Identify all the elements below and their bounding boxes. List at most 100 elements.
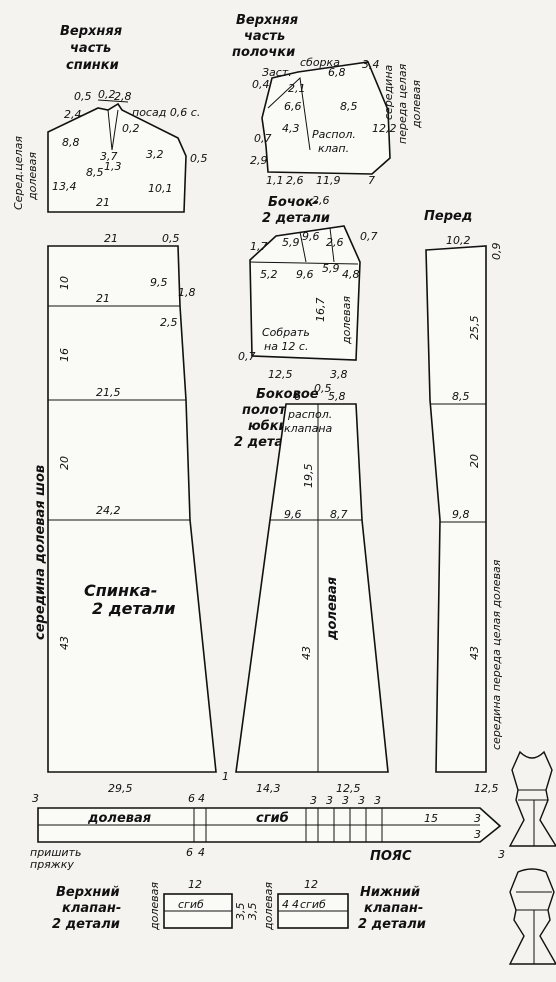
belt-lines xyxy=(38,808,480,842)
bochok-line xyxy=(249,261,359,265)
back-dim: 21,5 xyxy=(96,386,121,399)
belt-fold: сгиб xyxy=(256,811,289,826)
bochok-dim: 1,7 xyxy=(250,240,268,253)
bochok-dim: 9,6 xyxy=(296,268,314,281)
upper-back-dim: 3,2 xyxy=(146,148,164,161)
front-dim: 9,8 xyxy=(452,508,470,521)
back-outline xyxy=(47,245,217,773)
bochok-dim: 5,9 xyxy=(282,236,300,249)
lower-flap-fold: сгиб xyxy=(300,898,326,911)
upper-front-dim: 2,1 xyxy=(288,82,306,95)
belt-grain: долевая xyxy=(87,811,151,826)
dress-back-sketch xyxy=(508,868,556,965)
skirt-dim: 0,5 xyxy=(314,382,332,395)
upper-front-piece: Верхняя часть полочки середина переда це… xyxy=(232,13,423,187)
upper-back-dim: 0,2 xyxy=(98,88,116,101)
belt-dim: 3 xyxy=(474,828,481,841)
skirt-note-2: клапана xyxy=(284,422,333,435)
belt-dim: 3 xyxy=(498,848,505,861)
upper-front-dim: 12,2 xyxy=(372,122,397,135)
bochok-dim: 16,7 xyxy=(314,298,327,323)
upper-back-side-label-2: долевая xyxy=(26,152,39,201)
skirt-dim: 8,7 xyxy=(330,508,348,521)
back-title-1: Спинка- xyxy=(84,581,157,600)
front-dim: 0,9 xyxy=(490,243,503,261)
upper-front-dim: 7 xyxy=(368,174,375,187)
upper-back-dim: 21 xyxy=(96,196,110,209)
upper-back-title-1: Верхняя xyxy=(60,24,122,39)
skirt-outline xyxy=(235,403,389,773)
bochok-dim: 4,8 xyxy=(342,268,360,281)
upper-front-side-label-2: переда целая xyxy=(396,63,409,144)
upper-back-note: посад 0,6 с. xyxy=(132,106,200,119)
front-dim: 20 xyxy=(468,454,481,468)
lower-flap-title-1: Нижний xyxy=(360,885,420,900)
back-piece: 21 0,5 10 9,5 21 1,8 2,5 16 21,5 20 24,2… xyxy=(33,232,229,795)
bochok-darts xyxy=(299,227,335,263)
lower-flap-piece: долевая 12 сгиб 4 4 Нижний клапан- 2 дет… xyxy=(262,878,426,932)
upper-front-dim: 6,6 xyxy=(284,100,302,113)
skirt-dim: 12,5 xyxy=(336,782,361,795)
upper-back-title-3: спинки xyxy=(66,58,119,73)
upper-front-dim: 6,8 xyxy=(328,66,346,79)
upper-flap-fold: сгиб xyxy=(178,898,204,911)
belt-title: ПОЯС xyxy=(370,849,412,864)
dress-front-sketch xyxy=(508,750,556,847)
upper-back-neck-mark xyxy=(97,99,129,103)
upper-front-dim: 1,1 xyxy=(266,174,284,187)
upper-front-dim: 4,3 xyxy=(282,122,300,135)
upper-front-dim: 8,5 xyxy=(340,100,358,113)
upper-front-note-1: Заст. xyxy=(262,66,292,79)
belt-dim: 15 xyxy=(424,812,438,825)
upper-back-title-2: часть xyxy=(70,41,111,56)
belt-dim: 3 xyxy=(342,794,349,807)
upper-back-piece: Верхняя часть спинки Серед.целая долевая… xyxy=(12,24,208,213)
skirt-title-1: Боковое xyxy=(256,387,319,402)
bochok-title-1: Бочок- xyxy=(268,195,319,210)
upper-front-dim: 0,4 xyxy=(252,78,270,91)
upper-flap-title-1: Верхний xyxy=(56,885,120,900)
lower-flap-title-3: 2 детали xyxy=(358,917,426,932)
upper-back-outline xyxy=(47,102,187,213)
upper-front-dart xyxy=(267,76,311,151)
upper-back-side-label-1: Серед.целая xyxy=(12,136,25,210)
back-dim: 2,5 xyxy=(160,316,178,329)
skirt-dim: 43 xyxy=(300,646,313,660)
front-dim: 12,5 xyxy=(474,782,499,795)
belt-dim: 3 xyxy=(326,794,333,807)
upper-front-dim: 2,6 xyxy=(286,174,304,187)
bochok-dim: 5,2 xyxy=(260,268,278,281)
lower-flap-width: 12 xyxy=(304,878,318,891)
front-outline xyxy=(425,245,487,773)
belt-note-1: пришить xyxy=(30,846,81,859)
upper-front-title-2: часть xyxy=(244,29,285,44)
skirt-dim: 5,8 xyxy=(328,390,346,403)
skirt-side-piece: Боковое полотнище юбки- 2 детали 6 0,5 5… xyxy=(234,382,389,795)
upper-back-dim: 0,5 xyxy=(190,152,208,165)
back-dim: 10 xyxy=(58,276,71,290)
back-dim: 1,8 xyxy=(178,286,196,299)
bochok-note-1: Собрать xyxy=(262,326,310,339)
upper-front-title-3: полочки xyxy=(232,45,295,60)
skirt-dim: 14,3 xyxy=(256,782,281,795)
bochok-dim: 2,6 xyxy=(312,194,330,207)
upper-back-dim: 3,7 xyxy=(100,150,118,163)
upper-back-dim: 10,1 xyxy=(148,182,173,195)
upper-front-dim: 2,9 xyxy=(250,154,268,167)
upper-back-dim: 8,8 xyxy=(62,136,80,149)
front-dim: 10,2 xyxy=(446,234,471,247)
front-side-label: середина переда целая долевая xyxy=(490,559,503,750)
bochok-dim: 2,6 xyxy=(326,236,344,249)
bochok-dim: 12,5 xyxy=(268,368,293,381)
upper-front-outline xyxy=(261,61,391,175)
upper-flap-grain: долевая xyxy=(148,882,161,931)
upper-front-note-4: клап. xyxy=(318,142,349,155)
belt-dim: 6 xyxy=(188,792,195,805)
upper-back-dart xyxy=(107,109,119,151)
back-lines xyxy=(48,305,190,521)
back-dim: 20 xyxy=(58,456,71,470)
belt-dim: 4 xyxy=(198,846,205,859)
back-dim: 43 xyxy=(58,636,71,650)
back-dim: 21 xyxy=(104,232,118,245)
belt-note-2: пряжку xyxy=(30,858,74,871)
